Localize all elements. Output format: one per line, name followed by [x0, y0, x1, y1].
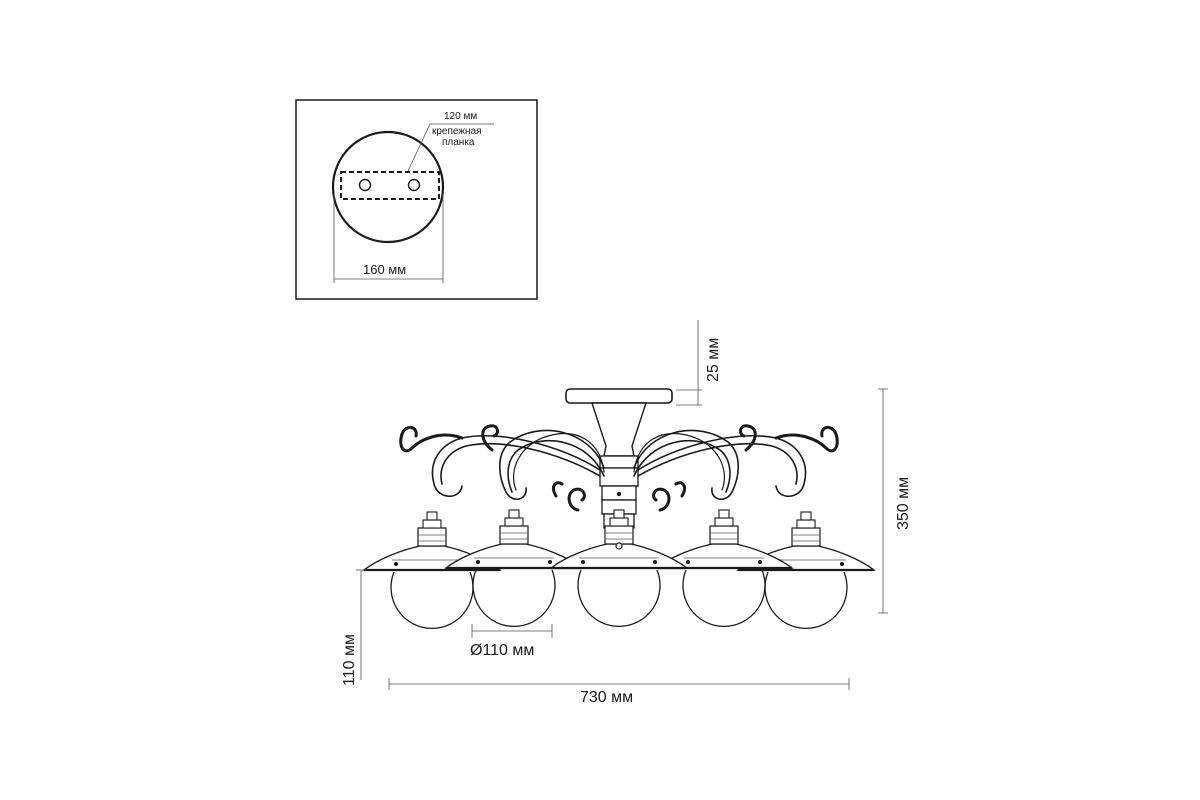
chandelier-side-view: [362, 388, 876, 630]
lamp-center: [549, 508, 689, 628]
stem-collar-1: [599, 455, 639, 469]
label-bracket-text-line2: планка: [442, 137, 475, 148]
chandelier-arms: [399, 424, 839, 512]
label-25mm: 25 мм: [705, 338, 722, 382]
label-110mm-height: 110 мм: [341, 634, 358, 686]
ceiling-plate: [565, 388, 673, 404]
mounting-plate-inset: 120 мм крепежная планка 160 мм: [295, 99, 538, 300]
dimension-lines: 25 мм 350 мм 110 мм Ø110 мм 730 мм: [341, 320, 912, 706]
lamp-far-right: [736, 510, 876, 630]
central-stem: [591, 402, 647, 457]
mounting-bracket-outline: [340, 171, 440, 200]
label-160mm: 160 мм: [363, 262, 406, 277]
label-730mm: 730 мм: [580, 689, 633, 706]
bracket-leader: [407, 123, 431, 172]
lamp-far-left: [362, 510, 502, 630]
label-350mm: 350 мм: [895, 477, 912, 530]
stem-body: [599, 467, 639, 487]
label-bracket: крепежная планка: [432, 126, 484, 148]
label-110mm-diameter: Ø110 мм: [470, 642, 534, 659]
label-120mm: 120 мм: [444, 111, 477, 122]
bracket-hole-left: [358, 178, 372, 192]
label-bracket-text: крепежная: [432, 126, 482, 137]
bracket-hole-right: [407, 178, 421, 192]
canopy-circle: [331, 130, 445, 244]
